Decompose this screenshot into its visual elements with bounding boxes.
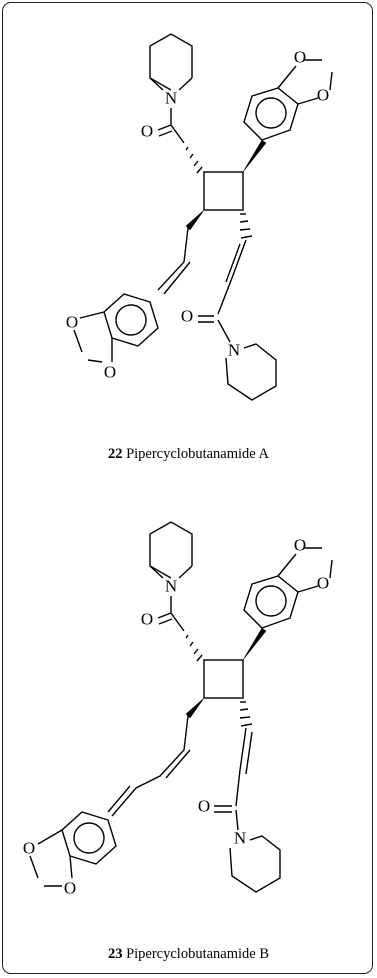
atom-o: O <box>317 86 329 105</box>
hashed-bond-lower <box>239 213 253 239</box>
compound-name: Pipercyclobutanamide A <box>126 446 270 462</box>
hashed-bond-lower <box>239 701 253 727</box>
acrylamide-chain <box>235 727 253 807</box>
atom-o: O <box>64 879 76 898</box>
acrylamide-chain <box>217 239 247 315</box>
piperidine-n-bonds <box>149 565 193 579</box>
benzene-ring-top-right <box>243 575 299 629</box>
atom-o: O <box>23 839 35 858</box>
compound-caption-23: 23 Pipercyclobutanamide B <box>0 946 377 963</box>
atom-o: O <box>294 536 306 555</box>
aromatic-circle <box>73 822 105 854</box>
compound-number: 23 <box>107 946 123 962</box>
carbonyl-double-bond <box>157 124 173 137</box>
piperidine-ring-top <box>149 521 193 579</box>
amide-n-bond-lower <box>217 319 231 343</box>
benzene-ring-top-right <box>243 87 299 141</box>
dioxole-bonds-lower <box>29 829 73 887</box>
wedge-bond-aryl <box>242 139 267 173</box>
dioxole-bonds <box>277 59 333 105</box>
atom-n: N <box>165 89 177 108</box>
carbonyl-double-bond <box>157 612 173 625</box>
atom-o: O <box>317 574 329 593</box>
atom-o: O <box>104 363 116 382</box>
atom-o: O <box>141 610 153 629</box>
piperidine-n-bonds <box>149 77 193 91</box>
wedge-bond-vinyl <box>185 209 205 231</box>
piperidine-ring-bottom <box>229 835 281 893</box>
compound-number: 22 <box>107 446 123 462</box>
structure-23: N O O O O O O N <box>23 521 333 898</box>
diene-chain-left <box>107 715 191 817</box>
atom-o: O <box>181 307 193 326</box>
compound-name: Pipercyclobutanamide B <box>126 946 270 962</box>
piperidine-ring-top <box>149 33 193 91</box>
piperidine-ring-bottom <box>225 343 277 401</box>
atom-o: O <box>141 122 153 141</box>
atom-n: N <box>165 577 177 596</box>
atom-n: N <box>228 341 240 360</box>
dioxole-bonds-lower <box>73 311 113 363</box>
hashed-bond-top <box>185 146 203 174</box>
aromatic-circle <box>255 97 287 129</box>
structure-22: N O O O O O O N <box>66 33 333 401</box>
carbonyl-double-bond-lower <box>214 805 232 813</box>
atom-o: O <box>294 48 306 67</box>
vinyl-chain-left <box>157 227 191 295</box>
carbonyl-double-bond-lower <box>198 315 214 323</box>
dioxole-bonds <box>277 547 333 593</box>
figure-panel <box>2 2 373 974</box>
atom-o: O <box>66 313 78 332</box>
cyclobutane-ring <box>203 659 244 699</box>
amide-bonds-top <box>170 108 185 144</box>
atom-n: N <box>234 829 246 848</box>
cyclobutane-ring <box>203 171 244 211</box>
amide-bonds-top <box>170 596 185 632</box>
hashed-bond-top <box>185 634 203 662</box>
wedge-bond-diene <box>185 697 205 719</box>
amide-n-bond-lower <box>235 809 239 831</box>
aromatic-circle <box>255 585 287 617</box>
wedge-bond-aryl <box>242 627 267 661</box>
atom-o: O <box>198 797 210 816</box>
compound-caption-22: 22 Pipercyclobutanamide A <box>0 446 377 463</box>
aromatic-circle <box>115 304 147 336</box>
